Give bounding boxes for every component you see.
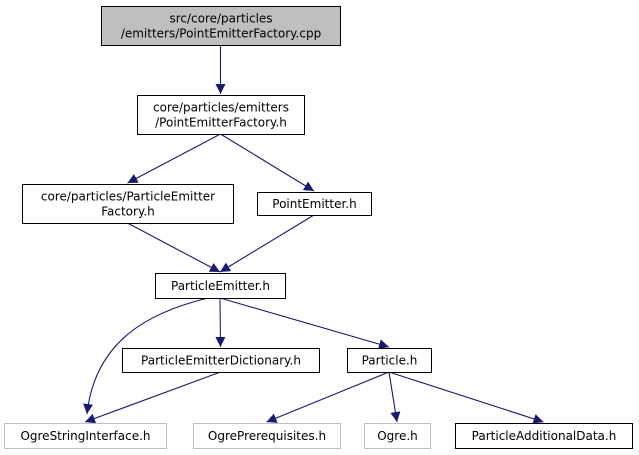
node-box[interactable] bbox=[155, 273, 286, 299]
node-box[interactable] bbox=[257, 192, 372, 216]
node-label: src/core/particles bbox=[169, 12, 272, 26]
node-label: Ogre.h bbox=[377, 429, 418, 443]
node-root[interactable]: src/core/particles/emitters/PointEmitter… bbox=[101, 6, 341, 46]
node-label: core/particles/ParticleEmitter bbox=[41, 190, 215, 204]
node-ped-h[interactable]: ParticleEmitterDictionary.h bbox=[122, 348, 320, 373]
node-box[interactable] bbox=[347, 348, 432, 373]
node-box[interactable] bbox=[101, 6, 341, 46]
edge-partem_h-to-osi_h bbox=[83, 297, 209, 415]
edge-particle_h-to-opre_h bbox=[266, 371, 390, 423]
node-label: ParticleEmitterDictionary.h bbox=[141, 354, 301, 368]
node-label: OgreStringInterface.h bbox=[20, 429, 150, 443]
node-box[interactable] bbox=[455, 423, 633, 449]
node-box[interactable] bbox=[364, 423, 431, 449]
nodes: src/core/particles/emitters/PointEmitter… bbox=[4, 6, 633, 449]
edge-pe_h-to-partem_h bbox=[219, 214, 315, 273]
edge-cpef_h-to-partem_h bbox=[127, 222, 221, 273]
edge-partem_h-to-ped_h bbox=[215, 297, 226, 348]
node-label: /PointEmitterFactory.h bbox=[155, 116, 287, 130]
node-label: core/particles/emitters bbox=[153, 101, 289, 115]
node-label: Factory.h bbox=[101, 205, 155, 219]
node-label: PointEmitter.h bbox=[272, 197, 356, 211]
node-box[interactable] bbox=[122, 348, 320, 373]
node-particle-h[interactable]: Particle.h bbox=[347, 348, 432, 373]
node-box[interactable] bbox=[4, 423, 167, 449]
node-pef-h[interactable]: core/particles/emitters/PointEmitterFact… bbox=[137, 95, 305, 135]
node-label: OgrePrerequisites.h bbox=[208, 429, 326, 443]
edge-particle_h-to-ogre_h bbox=[388, 371, 401, 423]
node-label: /emitters/PointEmitterFactory.cpp bbox=[121, 27, 321, 41]
node-pad-h[interactable]: ParticleAdditionalData.h bbox=[455, 423, 633, 449]
node-label: Particle.h bbox=[362, 354, 418, 368]
node-box[interactable] bbox=[137, 95, 305, 135]
node-label: ParticleAdditionalData.h bbox=[472, 429, 617, 443]
edge-partem_h-to-particle_h bbox=[219, 297, 390, 350]
edge-pef_h-to-pe_h bbox=[220, 133, 315, 192]
edge-particle_h-to-pad_h bbox=[388, 371, 544, 424]
node-label: ParticleEmitter.h bbox=[171, 279, 270, 293]
node-partem-h[interactable]: ParticleEmitter.h bbox=[155, 273, 286, 299]
node-ogre-h[interactable]: Ogre.h bbox=[364, 423, 431, 449]
node-osi-h[interactable]: OgreStringInterface.h bbox=[4, 423, 167, 449]
node-pe-h[interactable]: PointEmitter.h bbox=[257, 192, 372, 216]
edges bbox=[83, 45, 544, 424]
node-box[interactable] bbox=[193, 423, 341, 449]
edge-pef_h-to-cpef_h bbox=[127, 133, 221, 184]
node-opre-h[interactable]: OgrePrerequisites.h bbox=[193, 423, 341, 449]
node-box[interactable] bbox=[22, 184, 234, 224]
edge-ped_h-to-osi_h bbox=[84, 371, 221, 424]
